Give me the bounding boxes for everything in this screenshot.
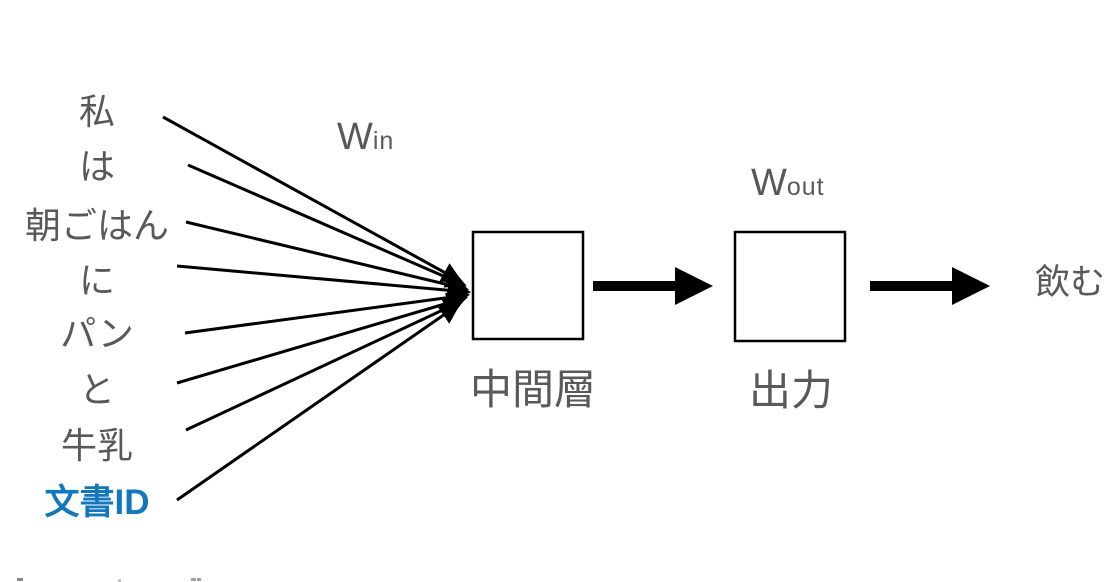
- input-word-document-id: 文書ID: [44, 483, 150, 522]
- connection-line-pan: [184, 286, 471, 335]
- input-word-wa: は: [78, 146, 115, 187]
- connection-line-asagohan: [185, 220, 470, 296]
- connection-line-gyunyu: [185, 299, 465, 432]
- cropped-text-fragment: [17, 578, 23, 581]
- weight-in-subscript: in: [372, 127, 395, 155]
- hidden-layer-box: [471, 230, 585, 341]
- connection-line-wa: [187, 163, 467, 288]
- output-layer-label: 出力: [748, 367, 833, 414]
- cropped-text-fragment: [118, 579, 121, 582]
- input-word-asagohan: 朝ごはん: [24, 205, 169, 246]
- input-word-to: と: [78, 369, 115, 410]
- arrow-output-to-word: [870, 267, 990, 305]
- weight-in-base: W: [337, 116, 373, 158]
- output-layer-box: [733, 230, 847, 343]
- arrow-hidden-to-output: [593, 267, 713, 305]
- input-word-watashi: 私: [78, 91, 115, 132]
- connection-line-docid: [176, 303, 461, 502]
- connection-line-ni: [176, 264, 472, 301]
- weight-out-base: W: [751, 162, 787, 204]
- input-word-gyunyu: 牛乳: [60, 425, 133, 466]
- connection-line-watashi: [162, 115, 463, 283]
- cropped-text-fragment: [197, 578, 201, 581]
- weight-out-label: Wout: [751, 164, 825, 206]
- weight-in-label: Win: [337, 118, 394, 160]
- connection-line-to: [176, 292, 469, 385]
- weight-out-subscript: out: [786, 173, 825, 201]
- hidden-layer-label: 中間層: [469, 366, 596, 413]
- input-word-pan: パン: [60, 313, 134, 354]
- input-connection-lines: [162, 115, 472, 502]
- input-word-ni: に: [78, 260, 115, 301]
- cropped-text-fragment: [191, 578, 196, 581]
- output-word: 飲む: [1034, 263, 1105, 302]
